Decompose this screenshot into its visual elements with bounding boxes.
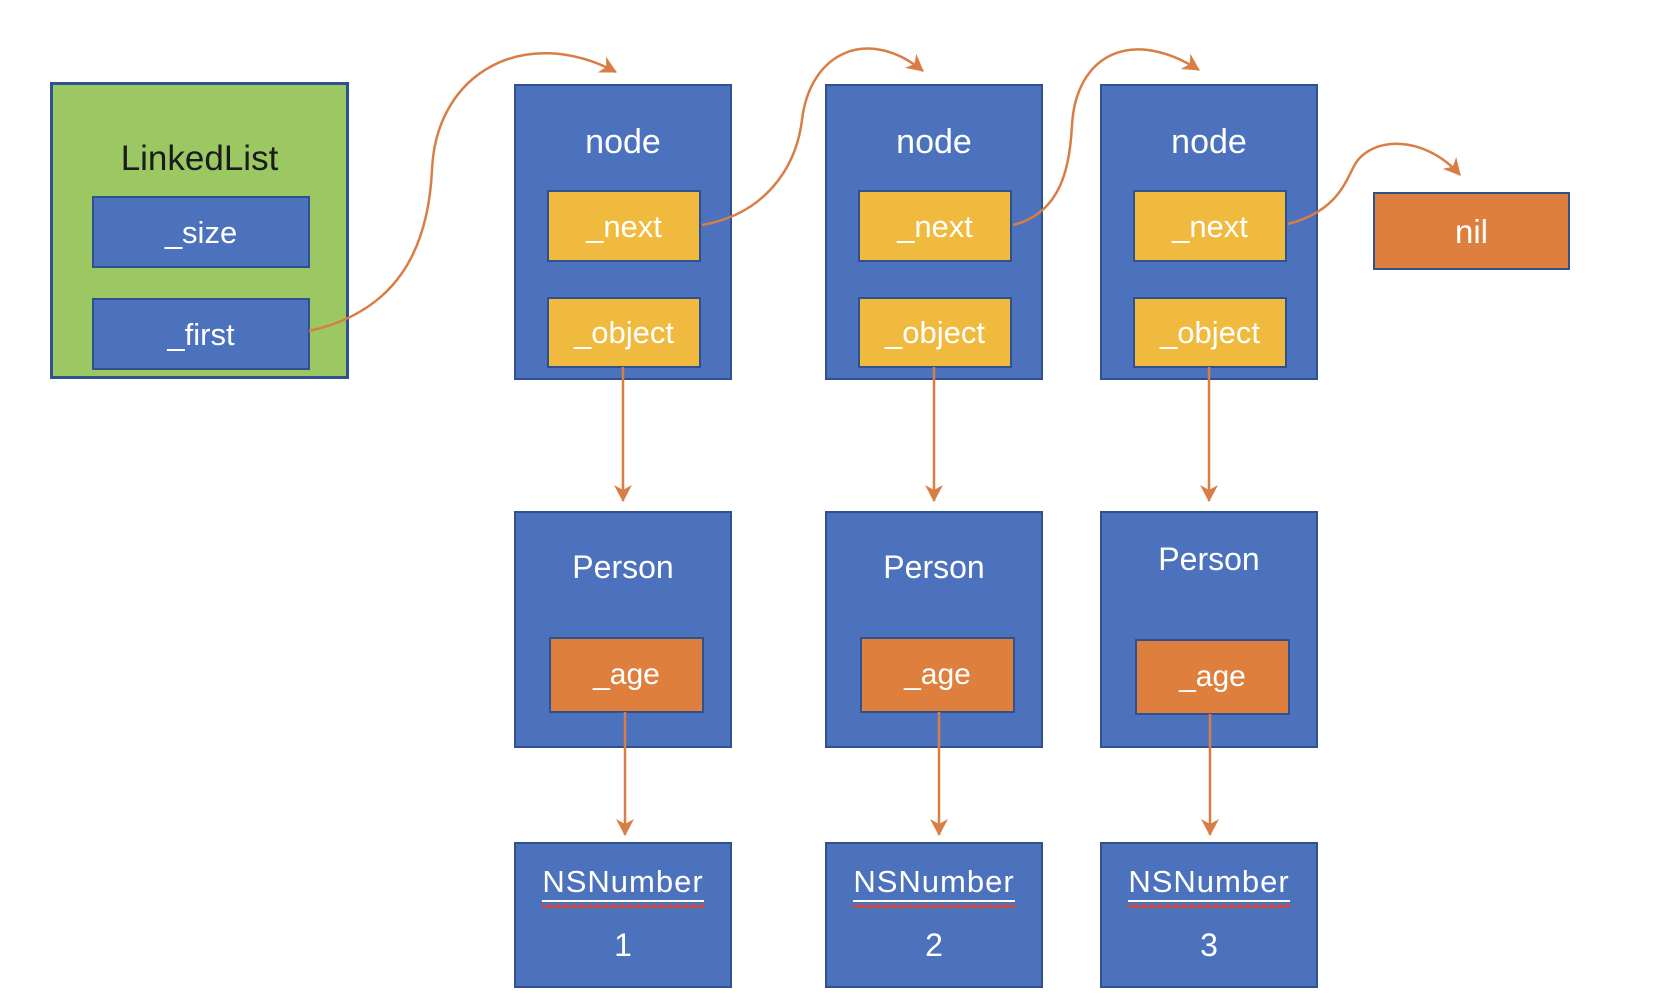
nsnumber3-title-wrap: NSNumber xyxy=(1102,866,1316,908)
node3-field-next: _next xyxy=(1133,190,1287,262)
nsnumber3-title: NSNumber xyxy=(1128,866,1290,908)
node3-field-object: _object xyxy=(1133,297,1287,368)
person3-title: Person xyxy=(1158,541,1260,577)
nil-box: nil xyxy=(1373,192,1570,270)
node2-field-next: _next xyxy=(858,190,1012,262)
nsnumber2-value: 2 xyxy=(925,927,943,963)
node3-title: node xyxy=(1171,123,1247,161)
person3-box: Person _age xyxy=(1100,511,1318,748)
node1-title: node xyxy=(585,123,661,161)
node1-field-next: _next xyxy=(547,190,701,262)
node2-title: node xyxy=(896,123,972,161)
nsnumber1-title-wrap: NSNumber xyxy=(516,866,730,908)
person1-box: Person _age xyxy=(514,511,732,748)
linkedlist-title: LinkedList xyxy=(120,139,279,178)
linkedlist-field-first: _first xyxy=(92,298,310,370)
linkedlist-field-size: _size xyxy=(92,196,310,268)
node3-box: node _next _object xyxy=(1100,84,1318,380)
linkedlist-box: LinkedList _size _first xyxy=(50,82,349,379)
person2-box: Person _age xyxy=(825,511,1043,748)
nsnumber2-title: NSNumber xyxy=(853,866,1015,908)
person1-field-age: _age xyxy=(549,637,704,713)
nsnumber3-value: 3 xyxy=(1200,927,1218,963)
nsnumber2-box: NSNumber 2 xyxy=(825,842,1043,988)
node1-field-object: _object xyxy=(547,297,701,368)
person2-title: Person xyxy=(883,549,985,585)
nsnumber2-title-wrap: NSNumber xyxy=(827,866,1041,908)
nsnumber3-box: NSNumber 3 xyxy=(1100,842,1318,988)
nsnumber1-value: 1 xyxy=(614,927,632,963)
nsnumber1-title: NSNumber xyxy=(542,866,704,908)
person2-field-age: _age xyxy=(860,637,1015,713)
nsnumber1-box: NSNumber 1 xyxy=(514,842,732,988)
person3-field-age: _age xyxy=(1135,639,1290,715)
node2-field-object: _object xyxy=(858,297,1012,368)
node2-box: node _next _object xyxy=(825,84,1043,380)
person1-title: Person xyxy=(572,549,674,585)
node1-box: node _next _object xyxy=(514,84,732,380)
